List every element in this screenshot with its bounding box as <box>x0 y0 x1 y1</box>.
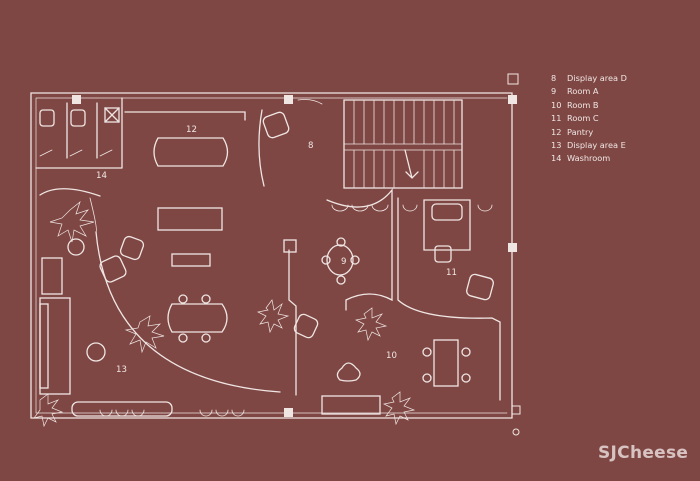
legend-number: 8 <box>551 73 557 83</box>
legend-label: Room C <box>567 113 599 124</box>
room-b-chair-2 <box>422 373 432 383</box>
stair-steps <box>343 99 463 189</box>
table-e-stool-1 <box>178 294 188 304</box>
stair-arrow <box>404 149 419 179</box>
room-c-wall <box>397 197 501 401</box>
room-a-seating <box>331 204 389 212</box>
legend-label: Display area E <box>567 140 626 151</box>
outer-wall <box>30 92 513 419</box>
stool-9b <box>336 275 346 285</box>
display-d-wall <box>258 109 265 187</box>
table-e-stool-4 <box>201 333 211 343</box>
stool-9c <box>321 255 331 265</box>
low-table-e <box>157 207 223 231</box>
label-room-8: 8 <box>308 141 313 151</box>
label-room-10: 10 <box>386 351 397 361</box>
inner-wall-line <box>35 97 508 414</box>
legend-item: 11 Room C <box>551 112 627 125</box>
legend-item: 9 Room A <box>551 85 627 98</box>
side-unit-e <box>41 257 63 295</box>
legend-number: 14 <box>551 153 562 164</box>
room-c-armchair <box>466 273 494 301</box>
washroom-doors <box>39 149 113 157</box>
legend-number: 13 <box>551 140 562 151</box>
sink-cabinet <box>104 107 120 123</box>
armchair-e-2 <box>119 235 145 261</box>
sofa-e <box>39 297 71 395</box>
room-b-chair-3 <box>461 347 471 357</box>
legend-item: 10 Room B <box>551 99 627 112</box>
table-e-stool-3 <box>178 333 188 343</box>
door-swing-d <box>297 99 323 105</box>
legend-number: 9 <box>551 86 557 97</box>
display-e-curve <box>95 231 281 393</box>
stool-e-2 <box>86 342 106 362</box>
legend-label: Room A <box>567 86 599 97</box>
round-table-9 <box>326 244 354 276</box>
pantry-island <box>153 137 229 167</box>
armchair-e-1 <box>99 255 127 283</box>
room-b-chair-1 <box>422 347 432 357</box>
stool-e-1 <box>67 238 85 256</box>
bench-e <box>171 253 211 267</box>
structural-columns <box>72 95 517 417</box>
bottom-stools <box>99 409 245 417</box>
column-mid <box>283 239 297 253</box>
room-b-bench <box>321 395 381 415</box>
label-room-12: 12 <box>186 125 197 135</box>
label-room-11: 11 <box>446 268 457 278</box>
legend-number: 12 <box>551 126 562 137</box>
label-room-14: 14 <box>96 171 107 181</box>
plant-icons <box>33 200 416 428</box>
legend-number: 10 <box>551 99 562 110</box>
label-room-9: 9 <box>341 257 346 267</box>
washroom-wall <box>35 97 123 169</box>
room-a-wall <box>326 188 393 311</box>
legend-label: Display area D <box>567 73 627 83</box>
legend-label: Room B <box>567 99 599 110</box>
room-b-chair-top <box>293 313 319 339</box>
label-room-13: 13 <box>116 365 127 375</box>
legend-number: 11 <box>551 113 562 124</box>
display-e-inner-curve <box>89 197 97 233</box>
room-c-seating <box>402 204 493 212</box>
table-e-stool-2 <box>201 294 211 304</box>
partition-wall <box>288 249 297 396</box>
room-b-chair-4 <box>461 373 471 383</box>
sofa-e-arm <box>39 303 49 389</box>
room-b-side-table <box>336 362 361 382</box>
stool-9a <box>336 237 346 247</box>
room-c-desk <box>423 199 471 251</box>
legend-label: Washroom <box>567 153 611 164</box>
reception-counter <box>39 188 101 197</box>
watermark-logo: SJCheese <box>598 443 689 463</box>
toilet-b <box>70 109 86 127</box>
legend-item: 13 Display area E <box>551 139 627 152</box>
stool-9d <box>350 255 360 265</box>
legend-label: Pantry <box>567 126 594 137</box>
toilet-a <box>39 109 55 127</box>
room-c-stool <box>434 245 452 263</box>
legend: 8 Display area D 9 Room A 10 Room B 11 Room C 12… <box>551 72 627 166</box>
legend-item: 14 Washroom <box>551 152 627 165</box>
exterior-columns <box>507 73 521 436</box>
long-table-e <box>167 303 228 333</box>
room-c-chair-top <box>431 203 463 221</box>
room-b-table <box>433 339 459 387</box>
lounge-chair-d <box>262 111 290 139</box>
bottom-counter <box>71 401 173 417</box>
legend-item: 12 Pantry <box>551 126 627 139</box>
sink-cross <box>104 107 120 123</box>
legend-item: 8 Display area D <box>551 72 627 85</box>
pantry-counter <box>124 111 246 121</box>
